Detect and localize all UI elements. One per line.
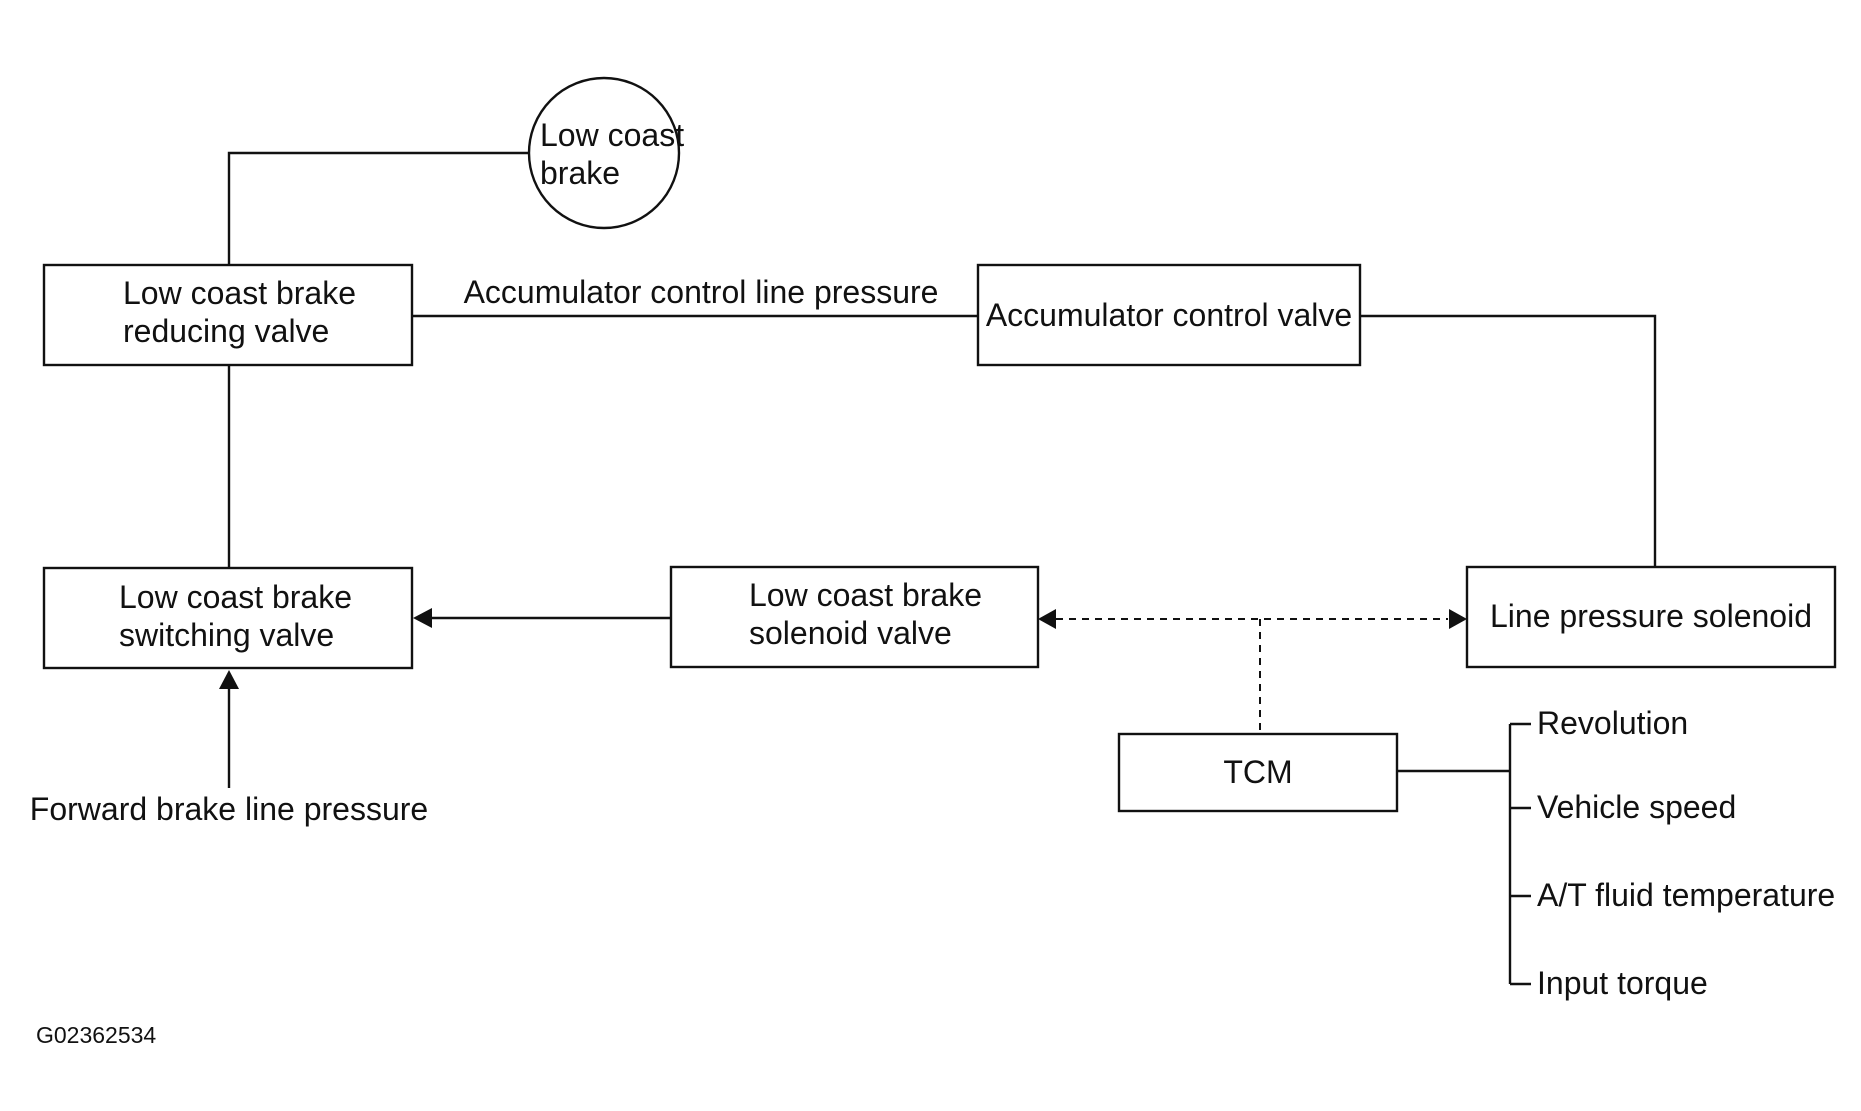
low-coast-brake-label-line2: brake <box>540 155 620 191</box>
accumulator-control-valve-node: Accumulator control valve <box>976 263 1362 367</box>
figure-code: G02362534 <box>36 1022 156 1048</box>
line-reducing-to-low-coast-brake <box>227 151 530 265</box>
reducing-valve-node: Low coast brake reducing valve <box>42 263 414 367</box>
tcm-label: TCM <box>1223 754 1292 790</box>
arrow-forward-brake-up <box>219 670 239 689</box>
switching-valve-label-line1: Low coast brake <box>119 579 352 615</box>
low-coast-brake-node: Low coast brake <box>527 76 684 230</box>
reducing-valve-label-line1: Low coast brake <box>123 275 356 311</box>
solenoid-valve-label-line1: Low coast brake <box>749 577 982 613</box>
solenoid-valve-node: Low coast brake solenoid valve <box>669 565 1040 669</box>
line-pressure-solenoid-node: Line pressure solenoid <box>1465 565 1837 669</box>
line-pressure-solenoid-label: Line pressure solenoid <box>1490 598 1812 634</box>
tcm-input-fluid-temperature: A/T fluid temperature <box>1537 877 1835 913</box>
line-accumulator-to-line-pressure-solenoid <box>1360 314 1657 567</box>
accumulator-control-valve-label: Accumulator control valve <box>986 297 1352 333</box>
tcm-node: TCM <box>1117 732 1399 813</box>
switching-valve-label-line2: switching valve <box>119 617 334 653</box>
solenoid-valve-label-line2: solenoid valve <box>749 615 952 651</box>
tcm-input-torque: Input torque <box>1537 965 1708 1001</box>
low-coast-brake-label-line1: Low coast <box>540 117 684 153</box>
tcm-input-revolution: Revolution <box>1537 705 1688 741</box>
forward-brake-line-pressure-label: Forward brake line pressure <box>30 791 428 827</box>
arrow-into-switching-valve <box>413 608 432 628</box>
tcm-input-vehicle-speed: Vehicle speed <box>1537 789 1736 825</box>
accumulator-control-line-pressure-label: Accumulator control line pressure <box>464 274 939 310</box>
reducing-valve-label-line2: reducing valve <box>123 313 329 349</box>
switching-valve-node: Low coast brake switching valve <box>42 566 414 670</box>
arrow-to-solenoid-valve <box>1038 609 1056 629</box>
arrow-to-line-pressure-solenoid <box>1449 609 1467 629</box>
